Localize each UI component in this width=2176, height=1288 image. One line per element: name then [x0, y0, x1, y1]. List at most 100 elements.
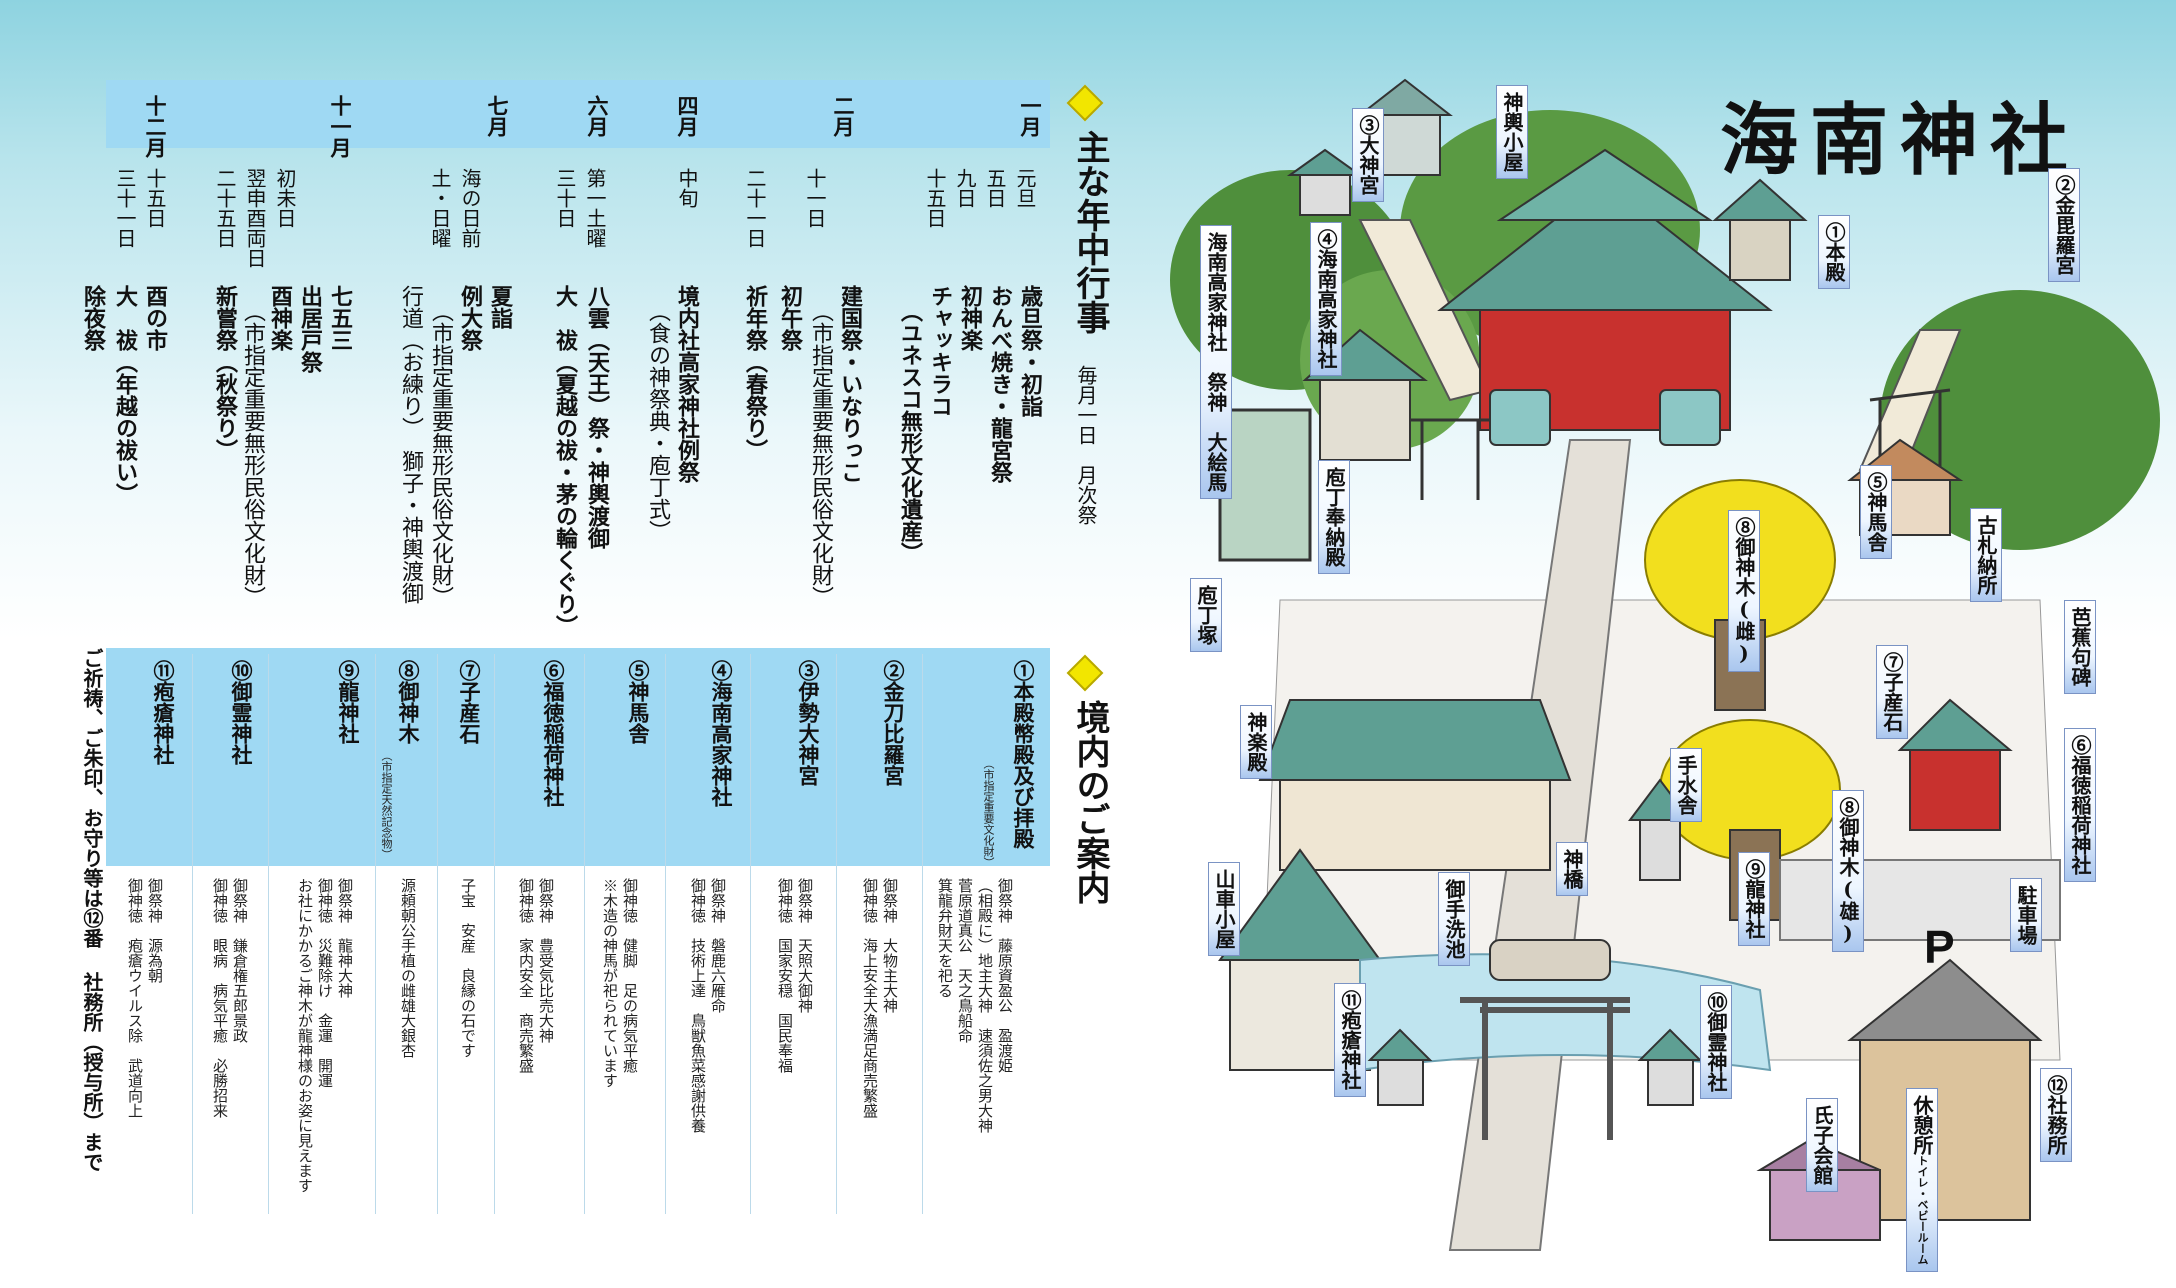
event-item: 祈年祭（春祭り） — [742, 285, 768, 461]
label-shinme: ⑤神馬舎 — [1860, 465, 1892, 559]
guide-divider — [437, 654, 438, 1214]
guide-name-2: ②金刀比羅宮 — [881, 660, 906, 786]
dates-nov: 初未日 翌申酉両日 二十五日 — [213, 168, 297, 268]
guide-desc-2: 御祭神 大物主大神 御神徳 海上安全大漁満足商売繁盛 — [861, 878, 899, 1118]
dates-jan: 元旦 五日 九日 十五日 — [923, 168, 1037, 228]
label-dashi: 山車小屋 — [1208, 862, 1240, 956]
label-hocho-zuka: 庖丁塚 — [1190, 578, 1222, 652]
sacred-bridge — [1489, 939, 1611, 981]
event-item: 七五三 — [327, 285, 353, 351]
fukutoku-inari — [1897, 698, 2013, 831]
precinct-map — [1170, 78, 2160, 1251]
guide-divider — [375, 654, 376, 1214]
event-item: 出居戸祭 — [297, 285, 323, 373]
guide-desc-4: 御祭神 磐鹿六雁命 御神徳 技術上達 鳥獣魚菜感謝供養 — [689, 878, 727, 1133]
temizuya — [1628, 778, 1692, 881]
event-item: （市指定重要無形民俗文化財） — [808, 300, 833, 608]
guide-desc-5: 御神徳 健脚 足の病気平癒 ※木造の神馬が祀られています — [601, 878, 639, 1088]
label-honden: ①本殿 — [1818, 215, 1850, 289]
goryo-shrine — [1637, 1028, 1703, 1106]
label-temizu: 手水舎 — [1670, 748, 1702, 822]
guide-desc-1: 御祭神 藤原資盈公 盈渡姫 （相殿に）地主大神 速須佐之男大神 菅原道真公 天之… — [936, 878, 1014, 1133]
label-mikoshi: 神輿小屋 — [1496, 85, 1528, 179]
guide-name-3: ③伊勢大神宮 — [796, 660, 821, 786]
event-item: 大 祓（年越の祓い） — [112, 285, 138, 505]
guide-name-6: ⑥福徳稲荷神社 — [541, 660, 566, 807]
label-kagura: 神楽殿 — [1240, 705, 1272, 779]
guide-divider — [268, 654, 269, 1214]
event-item: （食の神祭典・庖丁式） — [645, 300, 670, 542]
events-heading-diamond — [1066, 84, 1104, 122]
guide-sub-1: （市指定重要文化財） — [982, 758, 995, 868]
event-item: 初神楽 — [957, 285, 983, 351]
guide-divider — [836, 654, 837, 1214]
torii — [1410, 418, 1490, 500]
month-jun: 六月 — [585, 95, 610, 137]
parking-mark: P — [1924, 921, 1955, 973]
guide-name-9: ⑨龍神社 — [336, 660, 361, 744]
guide-desc-7: 子宝 安産 良縁の石です — [459, 878, 477, 1058]
dates-apr: 中旬 — [675, 168, 699, 208]
event-item: 酉神楽 — [267, 285, 293, 351]
label-konpira: ②金毘羅宮 — [2048, 168, 2080, 282]
label-parking: 駐車場 — [2010, 878, 2042, 952]
month-apr: 四月 — [675, 95, 700, 137]
dates-jun: 第一土曜 三十日 — [553, 168, 607, 248]
guide-desc-3: 御祭神 天照大御神 御神徳 国家安穏 国民奉福 — [776, 878, 814, 1073]
label-hoso: ⑪疱瘡神社 — [1334, 983, 1366, 1097]
event-item: （市指定重要無形民俗文化財） — [240, 300, 265, 608]
guide-divider — [922, 654, 923, 1214]
guide-name-7: ⑦子産石 — [457, 660, 482, 744]
label-ujiko: 氏子会館 — [1806, 1098, 1838, 1192]
guide-heading-diamond — [1066, 654, 1104, 692]
guide-heading: 境内のご案内 — [1070, 700, 1110, 904]
guide-name-4: ④海南高家神社 — [709, 660, 734, 807]
month-feb: 二月 — [831, 95, 856, 137]
dates-jul: 海の日前 土・日曜 — [428, 168, 482, 248]
event-item: 除夜祭 — [80, 285, 106, 351]
label-basho: 芭蕉句碑 — [2064, 600, 2096, 694]
label-takabe-ema: 海南高家神社 祭神 大絵馬 — [1200, 225, 1232, 499]
guide-footer: ご祈祷、ご朱印、お守り等は⑫番 社務所（授与所）まで — [80, 648, 104, 1172]
event-item: 例大祭 — [457, 285, 483, 351]
guide-header-band — [106, 648, 1050, 866]
month-dec: 十二月 — [143, 95, 168, 158]
guide-desc-9: 御祭神 龍神大神 御神徳 災難除け 金運 開運 お社にかかるご神木が龍神様のお姿… — [296, 878, 354, 1193]
event-item: 初午祭 — [777, 285, 803, 351]
label-goshinboku-o: ⑧御神木(雄) — [1832, 790, 1864, 952]
guide-divider — [665, 654, 666, 1214]
month-jul: 七月 — [485, 95, 510, 137]
label-goryo: ⑩御霊神社 — [1700, 985, 1732, 1099]
map-title: 海南神社 — [1720, 95, 2081, 186]
guide-name-5: ⑤神馬舎 — [626, 660, 651, 744]
guide-sub-8: （市指定天然記念物） — [380, 750, 393, 860]
event-item: 酉の市 — [142, 285, 168, 351]
label-ryujin: ⑨龍神社 — [1738, 852, 1770, 946]
guide-divider — [584, 654, 585, 1214]
event-item: 新嘗祭（秋祭り） — [212, 285, 238, 461]
main-hall — [1437, 148, 1773, 446]
event-item: 建国祭・いなりっこ — [837, 285, 863, 483]
month-jan: 一月 — [1018, 95, 1043, 137]
monthly-festival: 毎月一日 月次祭 — [1074, 365, 1098, 525]
event-item: （ユネスコ無形文化遺産） — [897, 300, 923, 564]
month-nov: 十一月 — [328, 95, 353, 158]
event-item: 行道（お練り） 獅子・神輿渡御 — [398, 285, 423, 604]
label-fukutoku: ⑥福徳稲荷神社 — [2064, 728, 2096, 882]
label-hocho-hono: 庖丁奉納殿 — [1318, 460, 1350, 574]
label-shinkyo: 神橋 — [1556, 842, 1588, 896]
guide-divider — [192, 654, 193, 1214]
guide-desc-11: 御祭神 源為朝 御神徳 疱瘡ウイルス除 武道向上 — [126, 878, 164, 1118]
guide-divider — [494, 654, 495, 1214]
event-item: （市指定重要無形民俗文化財） — [428, 300, 453, 608]
kagura-den — [1258, 699, 1572, 871]
ema-board — [1218, 408, 1312, 562]
main-torii — [1460, 997, 1630, 1140]
event-item: おんべ焼き・龍宮祭 — [987, 285, 1013, 483]
event-item: 歳旦祭・初詣 — [1017, 285, 1043, 417]
daijingu-shrine — [1286, 148, 1364, 216]
label-daijingu: ③大神宮 — [1352, 108, 1384, 202]
guide-name-8: ⑧御神木 — [396, 660, 421, 744]
guide-name-10: ⑩御霊神社 — [229, 660, 254, 765]
dates-dec: 十五日 三十一日 — [113, 168, 167, 248]
